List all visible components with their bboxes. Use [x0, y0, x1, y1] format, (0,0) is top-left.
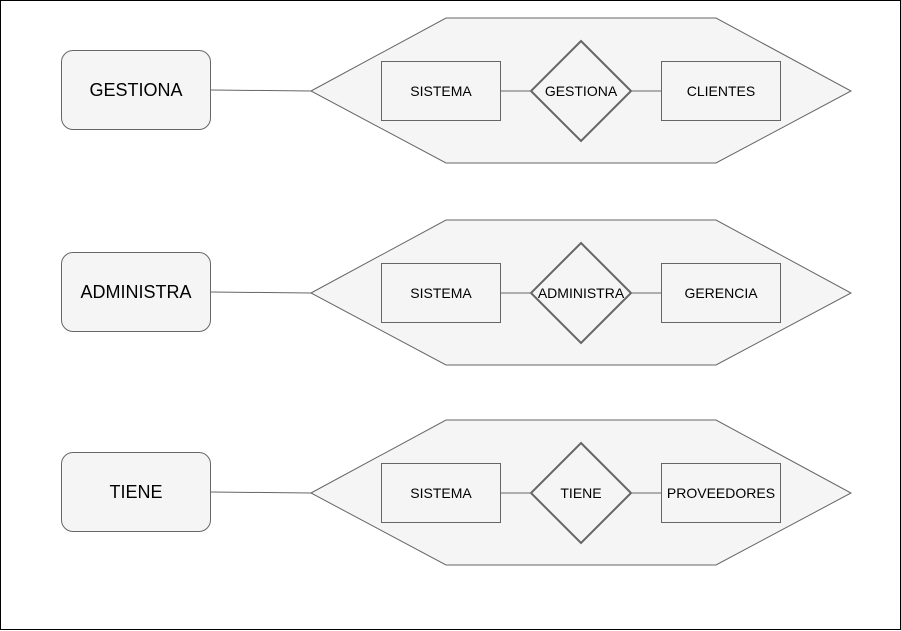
- row-1-relationship-label[interactable]: GESTIONA: [544, 83, 618, 99]
- row-2-relationship-label[interactable]: ADMINISTRA: [537, 285, 625, 301]
- row-2-label-box[interactable]: ADMINISTRA: [61, 252, 211, 332]
- row-1-entity-right[interactable]: CLIENTES: [661, 61, 781, 121]
- row-3-connector-line: [210, 491, 312, 494]
- row-3-shapes: [210, 419, 853, 566]
- row-2-entity-right[interactable]: GERENCIA: [661, 263, 781, 323]
- row-3-entity-left[interactable]: SISTEMA: [381, 463, 501, 523]
- row-1-shapes: [210, 17, 853, 164]
- row-1-label-box[interactable]: GESTIONA: [61, 50, 211, 130]
- row-2-connector-line: [210, 291, 312, 294]
- row-3-relationship-label[interactable]: TIENE: [560, 485, 602, 501]
- row-3-relationship-diamond: [529, 441, 633, 545]
- row-1-relationship-diamond: [529, 39, 633, 143]
- row-2-entity-left[interactable]: SISTEMA: [381, 263, 501, 323]
- row-1-entity-left[interactable]: SISTEMA: [381, 61, 501, 121]
- row-3-label-box[interactable]: TIENE: [61, 452, 211, 532]
- row-1-connector-line: [210, 89, 312, 92]
- row-2-shapes: [210, 219, 853, 366]
- row-2-relationship-diamond: [529, 241, 633, 345]
- row-3-entity-right[interactable]: PROVEEDORES: [661, 463, 781, 523]
